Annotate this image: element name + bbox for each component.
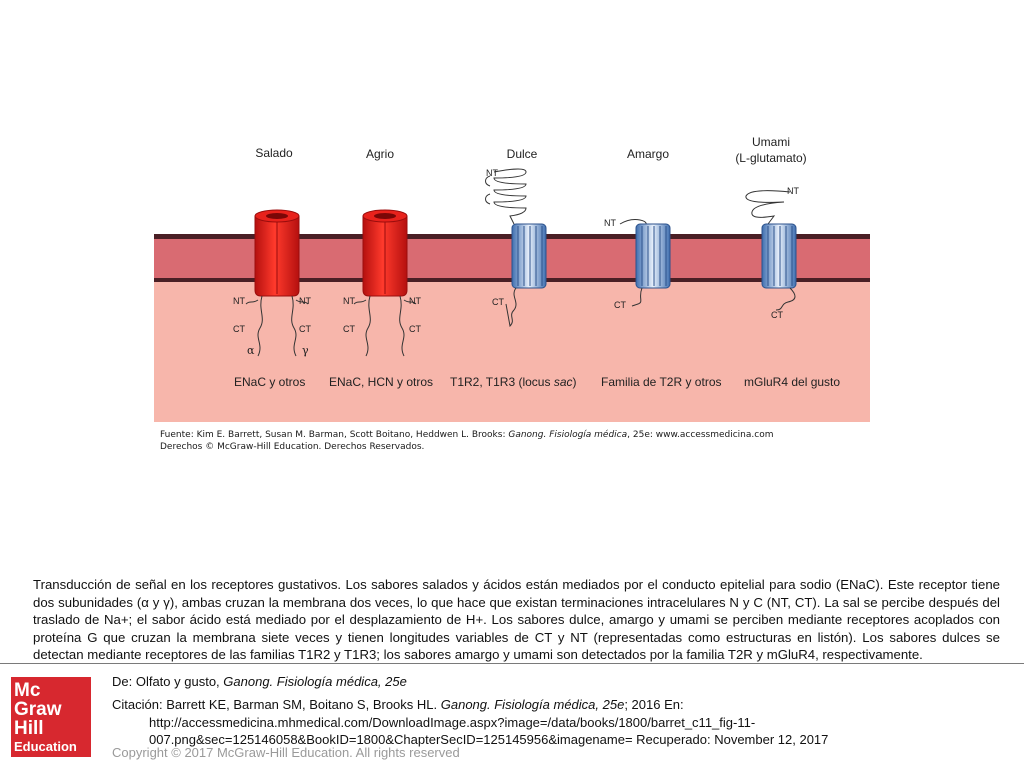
- dulce-nt: NT: [486, 168, 498, 178]
- agrio-nt-right: NT: [409, 296, 421, 306]
- source-chapter-line: De: Olfato y gusto, Ganong. Fisiología m…: [112, 674, 407, 689]
- mcgraw-hill-logo: Mc Graw Hill Education: [11, 677, 91, 757]
- title-dulce: Dulce: [507, 147, 538, 161]
- title-salado: Salado: [255, 146, 293, 160]
- dulce-ct: CT: [492, 297, 504, 307]
- amargo-nt: NT: [604, 218, 616, 228]
- cytoplasm: [154, 282, 870, 422]
- salado-nt-right: NT: [299, 296, 311, 306]
- agrio-ct-right: CT: [409, 324, 421, 334]
- umami-nt: NT: [787, 186, 799, 196]
- label-t2r: Familia de T2R y otros: [601, 375, 722, 389]
- citation-block: Citación: Barrett KE, Barman SM, Boitano…: [112, 696, 902, 749]
- agrio-ct-left: CT: [343, 324, 355, 334]
- receptor-diagram: Salado Agrio Dulce Amargo Umami (L-gluta…: [154, 132, 870, 422]
- gpcr-umami: [745, 190, 797, 311]
- enac-channel-salado: [245, 209, 309, 357]
- figure-source: Fuente: Kim E. Barrett, Susan M. Barman,…: [160, 430, 774, 440]
- title-umami-sub: (L-glutamato): [735, 151, 806, 165]
- salado-ct-left: CT: [233, 324, 245, 334]
- footer-divider: [0, 663, 1024, 664]
- label-mglur4: mGluR4 del gusto: [744, 375, 840, 389]
- title-amargo: Amargo: [627, 147, 669, 161]
- title-umami: Umami: [752, 135, 790, 149]
- salado-alpha-subunit: α: [247, 344, 255, 357]
- agrio-nt-left: NT: [343, 296, 355, 306]
- figure-caption: Transducción de señal en los receptores …: [33, 577, 1000, 662]
- figure-rights: Derechos © McGraw-Hill Education. Derech…: [160, 442, 425, 452]
- gpcr-amargo: [619, 219, 671, 307]
- title-agrio: Agrio: [366, 147, 394, 161]
- label-enac-hcn: ENaC, HCN y otros: [329, 375, 433, 389]
- salado-nt-left: NT: [233, 296, 245, 306]
- label-enac-otros: ENaC y otros: [234, 375, 305, 389]
- gpcr-dulce: [485, 168, 547, 328]
- amargo-ct: CT: [614, 300, 626, 310]
- label-t1r2-t1r3: T1R2, T1R3 (locus sac): [450, 375, 577, 389]
- umami-ct: CT: [771, 310, 783, 320]
- salado-ct-right: CT: [299, 324, 311, 334]
- salado-gamma-subunit: γ: [302, 344, 309, 357]
- citation-url-line1: http://accessmedicina.mhmedical.com/Down…: [149, 714, 756, 730]
- copyright-notice: Copyright © 2017 McGraw-Hill Education. …: [112, 745, 460, 760]
- citation-url-line2: 007.png&sec=125146058&BookID=1800&Chapte…: [149, 732, 829, 747]
- taste-receptor-figure: Salado Agrio Dulce Amargo Umami (L-gluta…: [154, 132, 870, 452]
- enac-channel-agrio: [353, 209, 417, 357]
